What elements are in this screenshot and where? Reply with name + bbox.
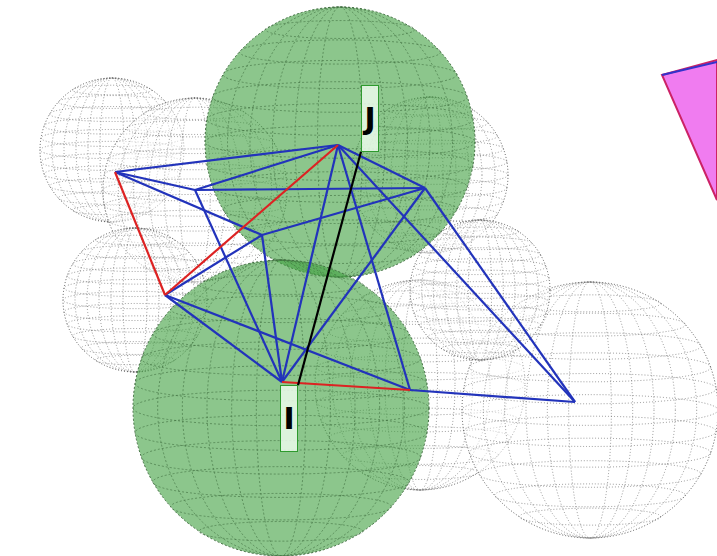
parallel bbox=[265, 21, 414, 39]
parallel bbox=[464, 416, 716, 446]
meridian bbox=[273, 7, 408, 277]
meridian bbox=[256, 260, 305, 556]
parallel bbox=[519, 508, 661, 525]
edge-line bbox=[115, 172, 165, 295]
axis-line bbox=[298, 152, 361, 385]
edge-line bbox=[282, 145, 338, 382]
vertex-name: J bbox=[364, 104, 375, 134]
parallel bbox=[428, 237, 532, 250]
edge-line bbox=[165, 295, 282, 382]
edge-line bbox=[338, 145, 575, 402]
parallel bbox=[419, 318, 540, 333]
meridian bbox=[422, 220, 539, 360]
edge-line bbox=[165, 145, 338, 295]
meridian bbox=[295, 7, 385, 277]
parallel bbox=[462, 395, 717, 426]
edge-line bbox=[195, 190, 282, 382]
vertex-label: J bbox=[361, 85, 379, 152]
edge-line bbox=[425, 188, 575, 402]
edge-line bbox=[165, 235, 262, 295]
parallel bbox=[223, 195, 457, 223]
parallel bbox=[73, 257, 198, 272]
parallel bbox=[153, 467, 409, 498]
parallel bbox=[199, 522, 363, 542]
sphere bbox=[205, 7, 475, 277]
parallel bbox=[153, 319, 409, 350]
parallel bbox=[72, 85, 152, 95]
parallel bbox=[411, 293, 549, 310]
parallel bbox=[95, 235, 175, 245]
parallel bbox=[239, 40, 440, 64]
vertex-label: I bbox=[280, 385, 298, 452]
parallel bbox=[479, 461, 701, 488]
meridian bbox=[569, 282, 612, 538]
meridian bbox=[445, 220, 515, 360]
edge-line bbox=[262, 235, 282, 382]
parallel bbox=[171, 493, 392, 519]
meridian bbox=[433, 220, 526, 360]
meridian bbox=[547, 282, 632, 538]
parallel bbox=[81, 246, 188, 259]
parallel bbox=[58, 96, 165, 109]
parallel bbox=[428, 330, 532, 343]
meridian bbox=[318, 7, 363, 277]
green-spheres bbox=[133, 7, 475, 556]
parallel bbox=[213, 172, 468, 203]
parallel bbox=[223, 60, 457, 88]
edge-line bbox=[195, 188, 425, 190]
meridian bbox=[250, 7, 430, 277]
parallel bbox=[207, 104, 473, 136]
parallel bbox=[441, 344, 518, 353]
edge-line bbox=[410, 390, 575, 402]
meridian bbox=[526, 282, 654, 538]
parallel bbox=[199, 275, 363, 295]
meridian bbox=[158, 260, 405, 556]
edge-line bbox=[338, 145, 410, 390]
parallel bbox=[464, 374, 716, 404]
edge-line bbox=[282, 382, 410, 390]
polyhedron bbox=[662, 60, 717, 200]
meridian bbox=[182, 260, 379, 556]
edge-line bbox=[662, 62, 717, 75]
vertex-name: I bbox=[283, 404, 294, 434]
edge-line bbox=[195, 145, 338, 190]
edge-line bbox=[115, 172, 195, 190]
parallel bbox=[469, 438, 710, 467]
meridian bbox=[123, 228, 147, 372]
parallel bbox=[414, 305, 546, 321]
meridian bbox=[207, 260, 355, 556]
parallel bbox=[419, 248, 540, 263]
edge-line bbox=[262, 188, 425, 235]
edge-line bbox=[338, 145, 425, 188]
parallel bbox=[495, 484, 686, 507]
wireframe bbox=[115, 145, 575, 402]
edge-line bbox=[115, 145, 338, 172]
